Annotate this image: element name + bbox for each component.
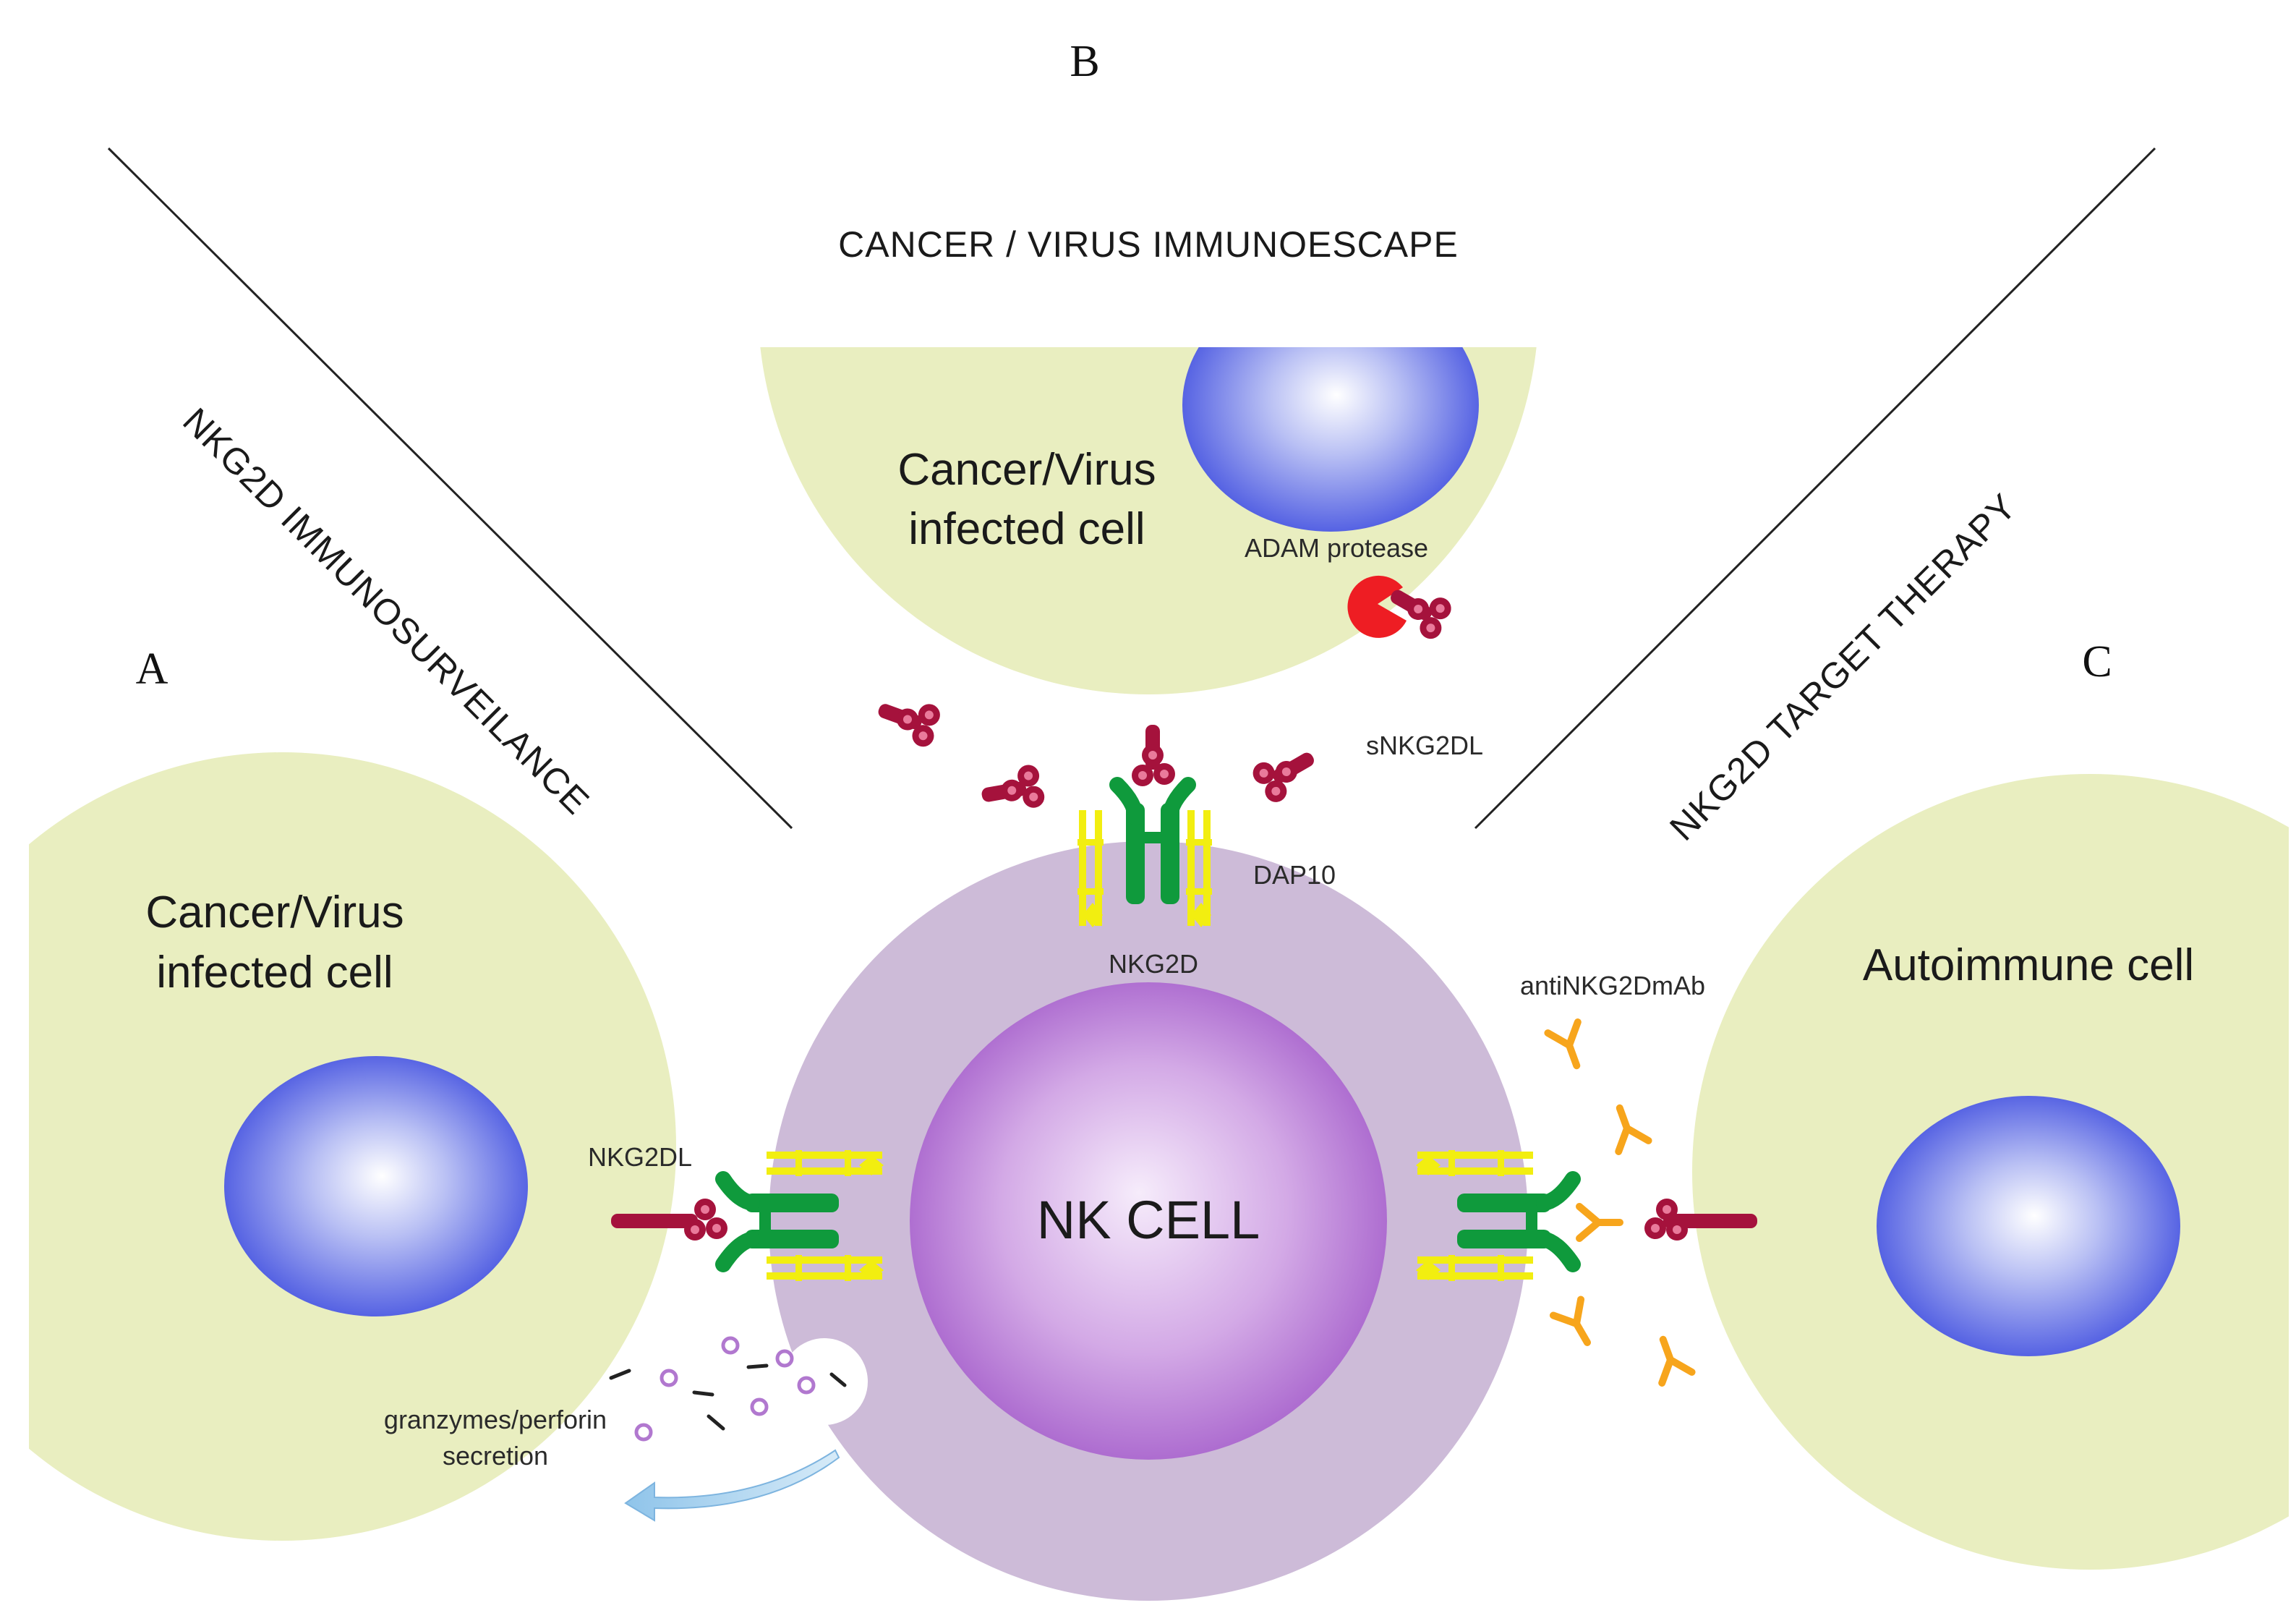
- adam-protease-icon: [1347, 575, 1407, 638]
- granzymes-label-line1: granzymes/perforin: [384, 1405, 607, 1434]
- soluble-ligand-2: [978, 763, 1046, 817]
- left-nucleus: [224, 1056, 528, 1316]
- top-receptor-complex: [1077, 725, 1212, 927]
- adam-protease-label: ADAM protease: [1245, 533, 1428, 563]
- granzymes-label-line2: secretion: [443, 1441, 548, 1471]
- left-cell-label-line1: Cancer/Virus: [145, 888, 404, 937]
- antibody-label: antiNKG2DmAb: [1520, 971, 1705, 1000]
- autoimmune-cell-label: Autoimmune cell: [1863, 940, 2194, 990]
- separator-line-left: [107, 147, 793, 830]
- nk-cell-label: NK CELL: [1037, 1190, 1260, 1250]
- left-receptor-complex: [611, 1150, 884, 1281]
- top-cell-label-line1: Cancer/Virus: [897, 445, 1156, 495]
- dap10-label: DAP10: [1253, 860, 1336, 890]
- granules: [634, 1336, 816, 1442]
- secretion-arrow-icon: [624, 1449, 840, 1522]
- perforin-dashes: [609, 1363, 847, 1431]
- soluble-ligand-3: [1249, 739, 1324, 807]
- panel-letter-c: C: [2082, 637, 2112, 686]
- top-nucleus: [1182, 347, 1479, 532]
- antibody-icon-3: [1553, 1299, 1601, 1350]
- right-nucleus: [1877, 1096, 2180, 1356]
- antibody-icon-4: [1648, 1334, 1691, 1383]
- right-receptor-complex: [1416, 1150, 1757, 1281]
- antibody-icon-2: [1605, 1102, 1648, 1152]
- nk-cell-nucleus: [910, 982, 1387, 1460]
- left-cell-label-line2: infected cell: [156, 948, 393, 997]
- panel-letter-a: A: [136, 644, 168, 694]
- nkg2d-label: NKG2D: [1109, 949, 1198, 979]
- snkg2dl-label: sNKG2DL: [1366, 731, 1483, 760]
- nkg2dl-label: NKG2DL: [588, 1142, 692, 1172]
- antibody-icon-1: [1548, 1022, 1591, 1071]
- top-cell-label-line2: infected cell: [908, 504, 1145, 554]
- separator-line-right: [1474, 147, 2156, 830]
- secretion-vesicle: [781, 1338, 868, 1425]
- section-title-immunoescape: CANCER / VIRUS IMMUNOESCAPE: [838, 224, 1459, 265]
- panel-letter-b: B: [1070, 37, 1099, 86]
- soluble-ligand-1: [872, 688, 944, 749]
